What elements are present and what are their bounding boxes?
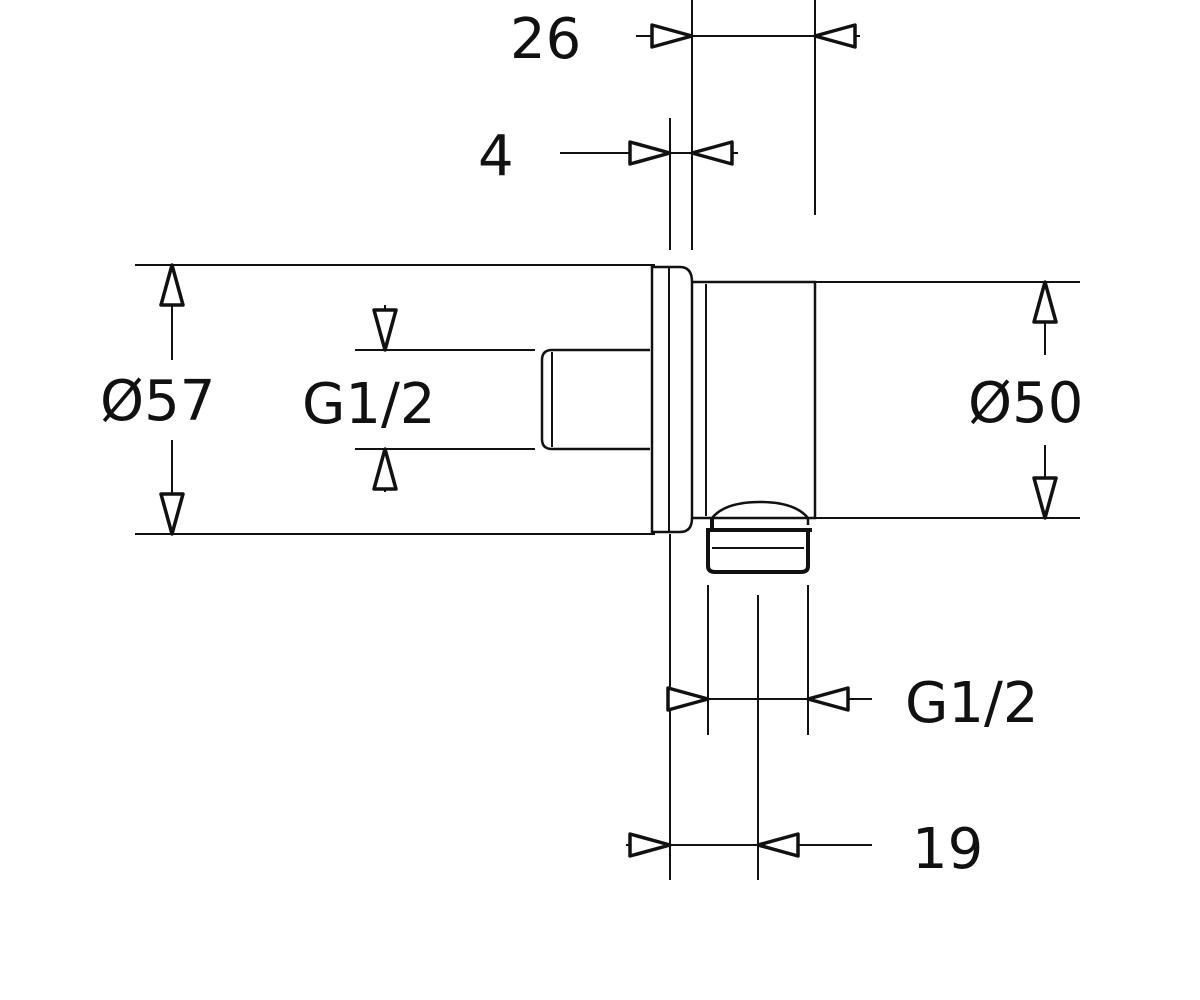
outlet-boss [711,500,810,525]
label-dia-50: Ø50 [968,371,1083,436]
label-26: 26 [510,7,581,72]
arrow-inlet-top [372,308,398,352]
label-outlet-thread: G1/2 [905,671,1039,736]
arrow-inlet-bottom [372,447,398,491]
outlet-shoulder [706,518,812,532]
arrow-outlet-right [806,686,850,712]
arrow-57-bottom [159,492,185,536]
arrow-50-bottom [1032,476,1058,520]
arrow-19-right [756,832,800,858]
body [692,280,817,520]
arrow-26-left [650,23,694,49]
label-dia-57: Ø57 [100,369,215,434]
arrow-outlet-left [666,686,710,712]
flange [650,265,694,534]
arrow-19-left [628,832,672,858]
inlet-stub [540,348,650,451]
label-inlet-thread: G1/2 [302,372,436,437]
outlet-nut [706,532,810,574]
arrow-4-right [690,140,734,166]
arrow-57-top [159,263,185,307]
label-4: 4 [478,124,514,189]
arrow-4-left [628,140,672,166]
arrow-26-right [813,23,857,49]
arrow-50-top [1032,280,1058,324]
label-19: 19 [912,817,983,882]
